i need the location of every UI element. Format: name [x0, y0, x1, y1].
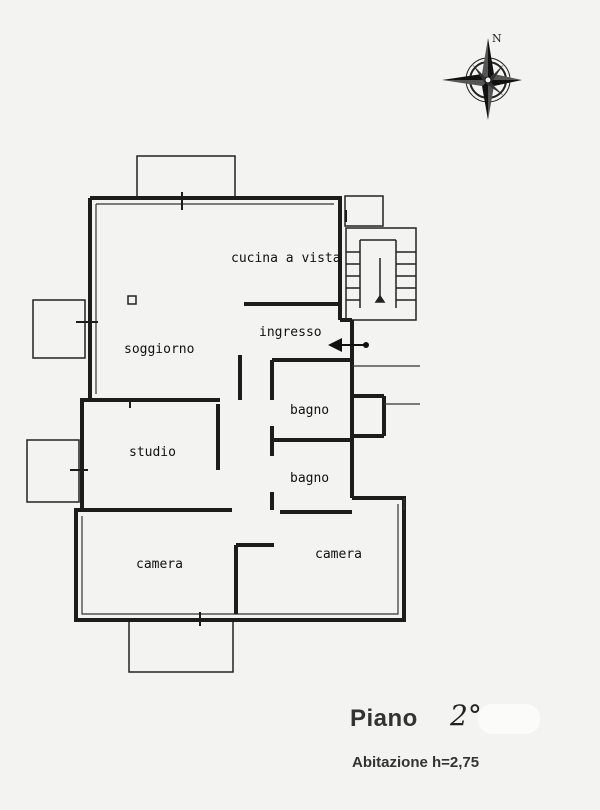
column-mark	[127, 295, 137, 305]
outer-walls	[74, 196, 406, 622]
room-label-camera-1: camera	[136, 557, 183, 572]
compass-rose-icon	[442, 38, 522, 120]
entrance-arrow-icon	[328, 338, 369, 352]
room-label-ingresso: ingresso	[259, 325, 322, 340]
room-label-cucina: cucina a vista	[231, 251, 341, 266]
room-label-studio: studio	[129, 445, 176, 460]
opening-marks	[70, 192, 347, 626]
room-label-camera-2: camera	[315, 547, 362, 562]
room-label-soggiorno: soggiorno	[124, 342, 194, 357]
room-label-bagno-1: bagno	[290, 403, 329, 418]
terrace-lines	[352, 365, 420, 510]
north-label: N	[492, 32, 502, 45]
interior-walls	[82, 302, 386, 614]
room-label-bagno-2: bagno	[290, 471, 329, 486]
floor-caption-title: Piano	[350, 705, 418, 732]
staircase	[345, 227, 417, 321]
floor-number: 2°	[450, 699, 482, 732]
outer-wall-inner-line	[81, 203, 399, 615]
floor-caption-subtitle: Abitazione h=2,75	[352, 754, 480, 771]
erased-area	[478, 704, 540, 734]
